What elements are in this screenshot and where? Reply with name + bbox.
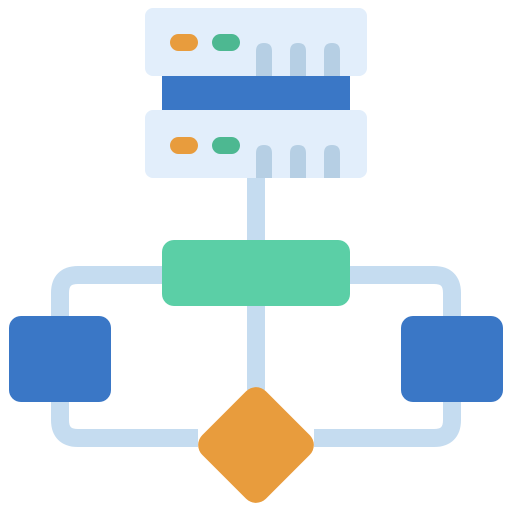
- server-unit-icon: [145, 8, 367, 76]
- vent-slot: [324, 145, 340, 178]
- vent-slot: [290, 43, 306, 76]
- status-led-orange: [170, 34, 198, 51]
- left-square-node-icon: [9, 316, 111, 402]
- server-unit-icon: [145, 110, 367, 178]
- right-square-node-icon: [401, 316, 503, 402]
- server-to-hub-connector: [247, 170, 265, 248]
- server-unit-top: [145, 8, 367, 76]
- server-unit-bottom: [145, 110, 367, 178]
- vent-slot: [256, 145, 272, 178]
- vent-slot: [256, 43, 272, 76]
- status-led-green: [212, 34, 240, 51]
- server-connector-band: [162, 72, 350, 112]
- diamond-decision-icon: [198, 387, 314, 503]
- status-led-orange: [170, 137, 198, 154]
- vent-slot: [290, 145, 306, 178]
- process-box-icon: [162, 240, 350, 306]
- hub-to-decision-connector: [247, 300, 265, 390]
- status-led-green: [212, 137, 240, 154]
- vent-slot: [324, 43, 340, 76]
- server-stack: [145, 8, 367, 178]
